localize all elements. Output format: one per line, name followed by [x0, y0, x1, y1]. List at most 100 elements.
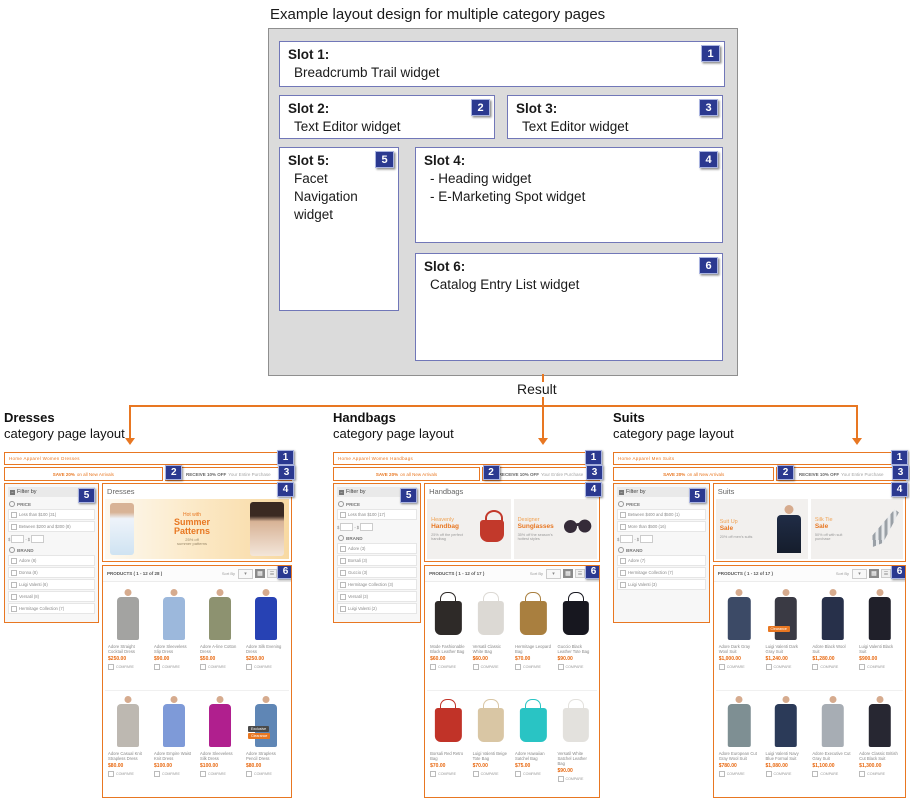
- brand-facet-option[interactable]: Luigi Valenti (3): [617, 579, 706, 590]
- product-name[interactable]: Luigi Valenti Black Suit: [859, 644, 894, 654]
- price-min-input[interactable]: [620, 535, 634, 543]
- compare-row[interactable]: COMPARE: [557, 664, 594, 670]
- checkbox[interactable]: [11, 605, 17, 612]
- product-name[interactable]: Adore Straight Cocktail Dress: [108, 644, 136, 654]
- checkbox[interactable]: [11, 581, 17, 588]
- grid-view-button[interactable]: ▦: [255, 569, 265, 578]
- compare-checkbox[interactable]: [812, 664, 819, 670]
- checkbox[interactable]: [620, 569, 626, 576]
- compare-row[interactable]: COMPARE: [200, 770, 240, 777]
- compare-row[interactable]: COMPARE: [108, 664, 148, 670]
- brand-facet-option[interactable]: Adore (8): [8, 555, 96, 566]
- product-name[interactable]: Adore Casual Knit Strapless Dress: [108, 750, 142, 761]
- compare-row[interactable]: COMPARE: [108, 770, 148, 777]
- product-name[interactable]: Adore Sleeveless Slip Dress: [154, 644, 187, 654]
- compare-checkbox[interactable]: [472, 770, 479, 777]
- compare-row[interactable]: COMPARE: [472, 770, 509, 777]
- product-name[interactable]: Borsali Red Retro Bag: [430, 750, 464, 761]
- product-card[interactable]: Versatil White Satchel Leather Bag$90.00…: [554, 689, 597, 796]
- brand-facet-option[interactable]: Adore (7): [617, 555, 706, 566]
- checkbox[interactable]: [620, 581, 626, 588]
- compare-row[interactable]: COMPARE: [765, 664, 807, 670]
- product-card[interactable]: Mode Fashionable Black Leather Bag$60.00…: [427, 584, 469, 690]
- collapse-icon[interactable]: −: [10, 489, 15, 495]
- compare-row[interactable]: COMPARE: [765, 770, 807, 777]
- checkbox[interactable]: [620, 523, 626, 530]
- compare-checkbox[interactable]: [246, 770, 252, 777]
- compare-checkbox[interactable]: [765, 664, 772, 670]
- product-name[interactable]: Adore Dark Gray Wool Suit: [718, 644, 751, 654]
- breadcrumb[interactable]: Home Apparel Women Handbags: [338, 456, 414, 461]
- brand-facet-option[interactable]: Versatil (8): [8, 591, 96, 602]
- compare-checkbox[interactable]: [765, 770, 772, 777]
- product-name[interactable]: Versatil Classic White Bag: [472, 644, 501, 654]
- product-name[interactable]: Adore Black Wool Suit: [812, 644, 846, 654]
- product-name[interactable]: Versatil White Satchel Leather Bag: [557, 750, 587, 766]
- compare-checkbox[interactable]: [108, 664, 115, 670]
- product-name[interactable]: Adore Hawaiian Satchel Bag: [515, 750, 545, 761]
- compare-checkbox[interactable]: [718, 664, 725, 670]
- checkbox[interactable]: [340, 557, 346, 564]
- price-max-input[interactable]: [640, 535, 654, 543]
- checkbox[interactable]: [340, 605, 346, 612]
- price-facet-option[interactable]: Between $400 and $500 (1): [617, 509, 706, 520]
- compare-checkbox[interactable]: [430, 664, 437, 670]
- compare-row[interactable]: COMPARE: [515, 664, 551, 670]
- grid-view-button[interactable]: ▦: [563, 569, 573, 578]
- product-name[interactable]: Adore Empire Waist Knit Dress: [154, 750, 192, 761]
- compare-row[interactable]: COMPARE: [515, 770, 551, 777]
- price-facet-option[interactable]: Less than $100 (17): [337, 509, 418, 520]
- compare-checkbox[interactable]: [200, 664, 207, 670]
- breadcrumb[interactable]: Home Apparel Women Dresses: [9, 456, 80, 461]
- compare-row[interactable]: COMPARE: [154, 664, 194, 670]
- compare-checkbox[interactable]: [154, 664, 161, 670]
- list-view-button[interactable]: ☰: [881, 569, 891, 578]
- compare-row[interactable]: COMPARE: [812, 770, 853, 777]
- sort-by-dropdown[interactable]: ▾: [546, 568, 561, 579]
- product-name[interactable]: Luigi Valenti Beige Tote Bag: [472, 750, 507, 761]
- compare-checkbox[interactable]: [515, 664, 522, 670]
- product-name[interactable]: Mode Fashionable Black Leather Bag: [430, 644, 465, 654]
- compare-checkbox[interactable]: [557, 775, 564, 782]
- compare-checkbox[interactable]: [472, 664, 479, 670]
- compare-checkbox[interactable]: [859, 664, 866, 670]
- price-min-input[interactable]: [340, 523, 354, 531]
- brand-facet-option[interactable]: Donna (8): [8, 567, 96, 578]
- checkbox[interactable]: [11, 569, 17, 576]
- product-name[interactable]: Adore Executive Cut Gray Suit: [812, 750, 851, 761]
- checkbox[interactable]: [340, 593, 346, 600]
- brand-facet-option[interactable]: Borsali (3): [337, 555, 418, 566]
- brand-facet-option[interactable]: Hermitage Collection (7): [617, 567, 706, 578]
- compare-row[interactable]: COMPARE: [430, 770, 466, 777]
- list-view-button[interactable]: ☰: [267, 569, 277, 578]
- product-name[interactable]: Guccio Black Leather Tote Bag: [557, 644, 590, 654]
- compare-row[interactable]: COMPARE: [859, 770, 900, 777]
- brand-facet-option[interactable]: Hermitage Collection (7): [8, 603, 96, 614]
- product-name[interactable]: Luigi Valenti Dark Gray Suit: [765, 644, 799, 654]
- compare-row[interactable]: COMPARE: [246, 664, 286, 670]
- checkbox[interactable]: [620, 557, 626, 564]
- compare-row[interactable]: COMPARE: [430, 664, 466, 670]
- brand-facet-option[interactable]: Guccio (3): [337, 567, 418, 578]
- brand-facet-option[interactable]: Versatil (3): [337, 591, 418, 602]
- compare-checkbox[interactable]: [812, 770, 819, 777]
- product-name[interactable]: Adore Classic British Cut Black Suit: [859, 750, 898, 761]
- compare-row[interactable]: COMPARE: [557, 775, 594, 782]
